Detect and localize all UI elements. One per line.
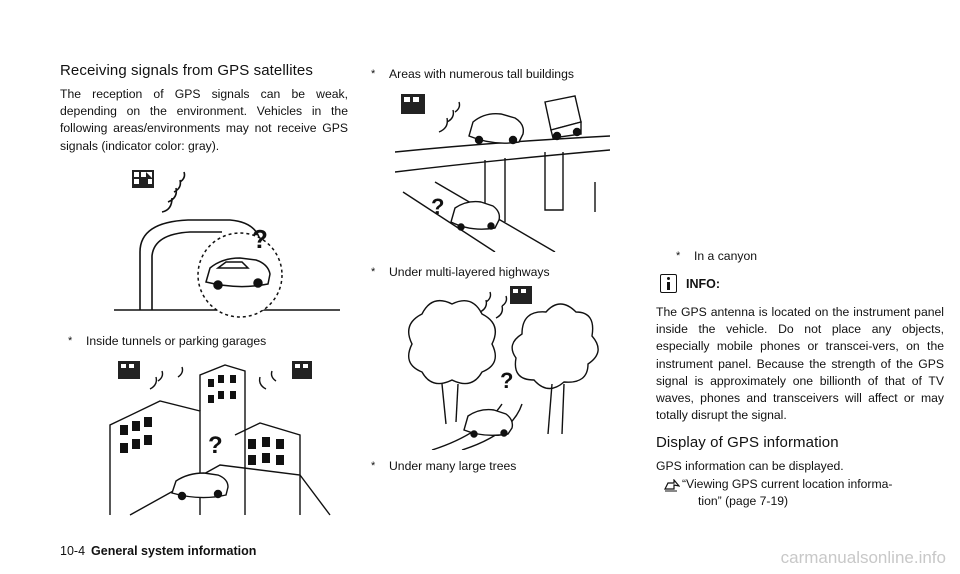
question-mark-icon: ? (431, 194, 444, 219)
bullet-star: * (676, 250, 681, 262)
reference-text-line2: tion” (page 7-19) (698, 493, 789, 508)
car-icon (205, 257, 271, 290)
section-heading-receiving-signals: Receiving signals from GPS satellites (60, 62, 313, 79)
bullet-text: Under multi-layered highways (389, 265, 550, 279)
display-paragraph: GPS information can be displayed. (656, 459, 844, 474)
bullet-text: In a canyon (694, 249, 758, 263)
car-icon (450, 200, 501, 231)
bullet-text: Under many large trees (389, 459, 517, 473)
watermark: carmanualsonline.info (780, 548, 946, 567)
car-icon (468, 112, 525, 145)
info-paragraph: The GPS antenna is located on the instru… (656, 305, 944, 423)
bullet-star: * (371, 460, 376, 472)
section-title: General system information (91, 544, 257, 558)
satellite-icon (401, 94, 425, 114)
bullet-star: * (371, 266, 376, 278)
bullet-star: * (371, 68, 376, 80)
bullet-text: Areas with numerous tall buildings (389, 67, 574, 81)
cross-reference[interactable]: “Viewing GPS current location informa- t… (656, 477, 944, 511)
reference-arrow-icon (664, 478, 680, 492)
info-icon (660, 274, 677, 293)
page-footer: 10-4 General system information (60, 544, 256, 558)
car-icon (171, 472, 229, 501)
reference-text-line1: “Viewing GPS current location informa- (682, 476, 893, 491)
satellite-icon (292, 361, 312, 379)
tunnel-illustration: ? (114, 170, 340, 318)
left-column: Receiving signals from GPS satellites Th… (60, 62, 348, 155)
bullet-star: * (68, 335, 73, 347)
question-mark-icon: ? (208, 432, 223, 459)
right-column: The GPS antenna is located on the instru… (656, 304, 944, 511)
car-icon (463, 408, 514, 438)
question-mark-icon: ? (252, 224, 268, 254)
bullet-text: Inside tunnels or parking garages (86, 334, 267, 348)
highway-illustration: ? (395, 94, 610, 252)
trees-illustration: ? (408, 286, 599, 450)
question-mark-icon: ? (500, 368, 513, 393)
page-number: 10-4 (60, 544, 86, 558)
tall-buildings-illustration: ? (109, 361, 331, 516)
info-label: INFO: (686, 277, 721, 291)
satellite-icon (118, 361, 140, 379)
satellite-icon (132, 170, 154, 188)
satellite-icon (510, 286, 532, 304)
intro-paragraph: The reception of GPS signals can be weak… (60, 87, 348, 153)
section-heading-display-gps: Display of GPS information (656, 434, 839, 452)
